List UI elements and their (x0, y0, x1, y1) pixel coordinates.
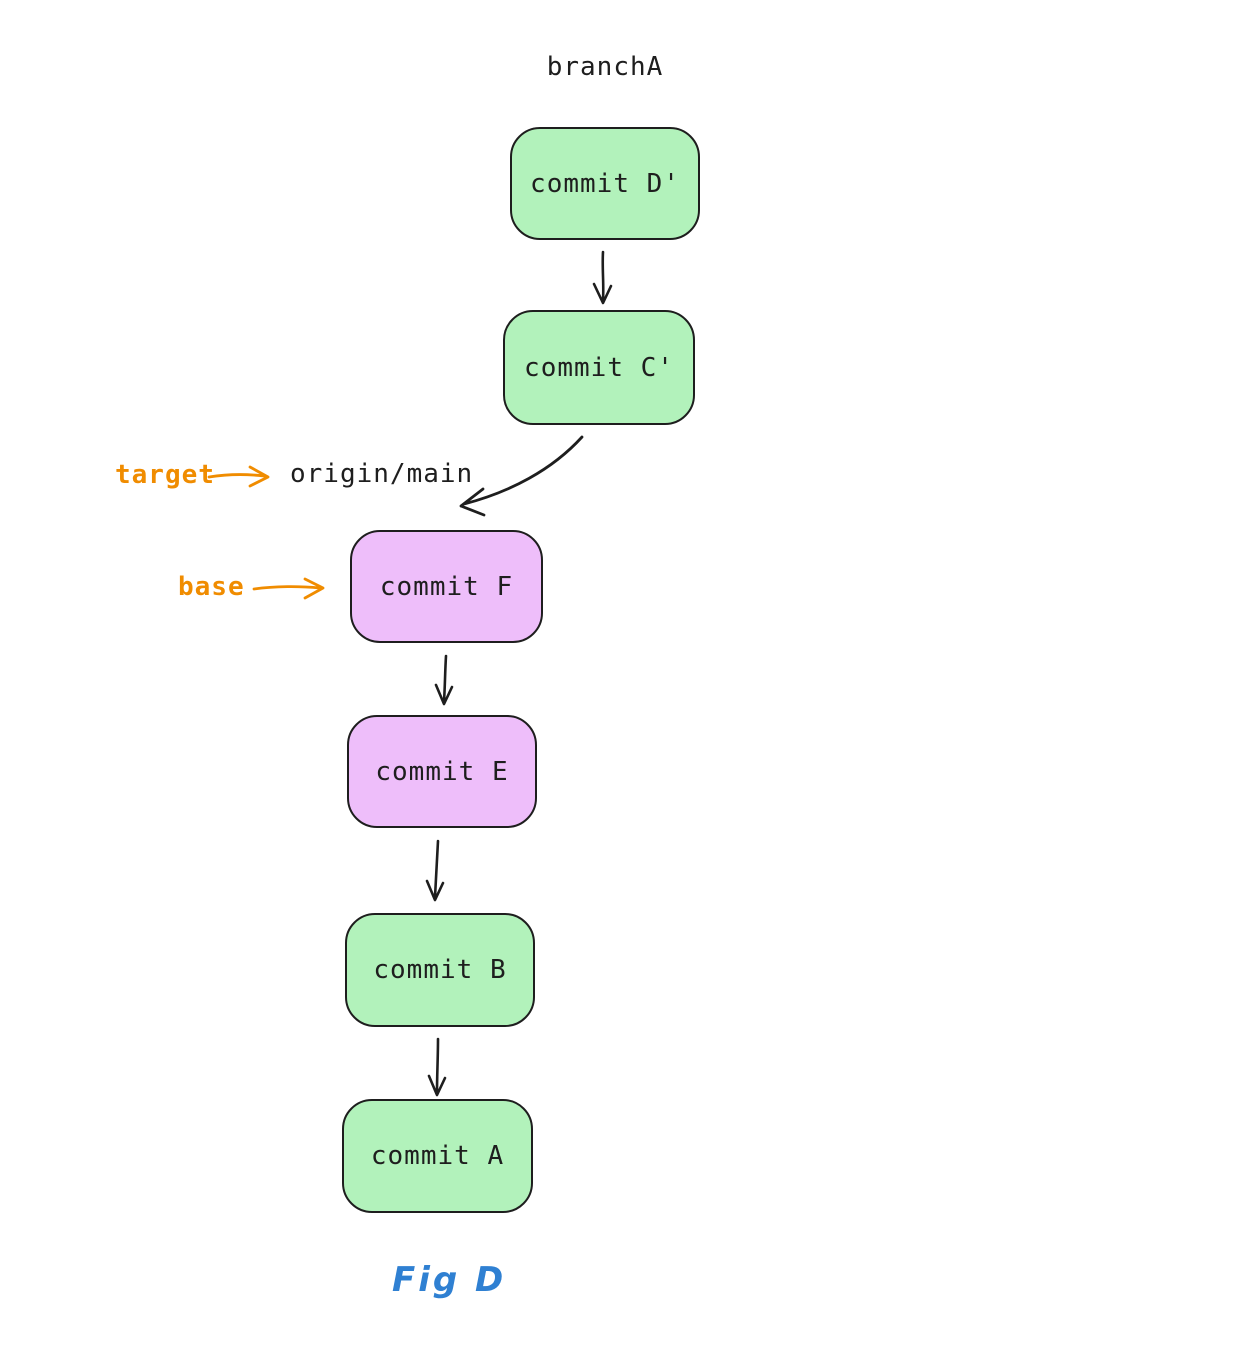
base-annotation-arrow (252, 577, 325, 600)
node-commit-f-label: commit F (379, 571, 514, 602)
edge-cprime-f-curved-arrow (459, 435, 584, 517)
edge-e-b-arrow (425, 839, 445, 902)
base-annotation-label: base (178, 572, 245, 602)
node-commit-f: commit F (350, 530, 543, 643)
node-commit-d-prime: commit D' (510, 127, 700, 240)
node-commit-a: commit A (342, 1099, 533, 1213)
node-commit-b: commit B (345, 913, 535, 1027)
target-annotation-arrow (207, 465, 270, 488)
branch-label: branchA (546, 52, 664, 82)
edge-b-a-arrow (427, 1037, 447, 1097)
node-commit-e-label: commit E (375, 756, 509, 787)
node-commit-a-label: commit A (370, 1141, 505, 1171)
edge-dprime-cprime-arrow (592, 250, 613, 305)
node-commit-c-prime: commit C' (503, 310, 695, 425)
target-annotation-label: target (115, 460, 215, 490)
node-commit-c-prime-label: commit C' (524, 352, 674, 383)
figure-caption: Fig D (392, 1260, 507, 1300)
node-commit-e: commit E (347, 715, 537, 828)
node-commit-b-label: commit B (373, 955, 507, 985)
edge-f-e-arrow (434, 654, 454, 706)
ref-label-origin-main: origin/main (290, 459, 474, 489)
node-commit-d-prime-label: commit D' (530, 168, 680, 199)
